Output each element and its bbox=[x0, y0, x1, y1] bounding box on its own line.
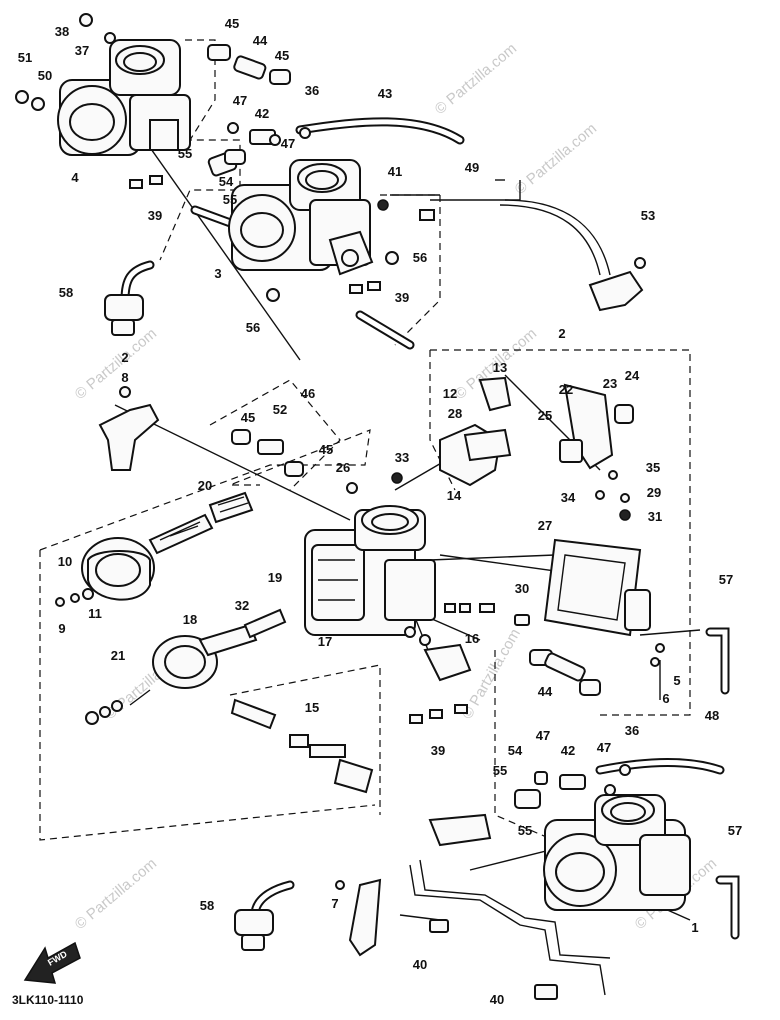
callout-20: 20 bbox=[198, 478, 212, 493]
small-fittings bbox=[15, 13, 665, 1000]
drawing-code: 3LK110-1110 bbox=[12, 993, 84, 1007]
callout-51: 51 bbox=[18, 50, 32, 65]
callout-47: 47 bbox=[233, 93, 247, 108]
callout-35: 35 bbox=[646, 460, 660, 475]
callout-16: 16 bbox=[465, 631, 479, 646]
callout-24: 24 bbox=[625, 368, 640, 383]
watermark-text: © Partzilla.com bbox=[72, 855, 160, 933]
callout-45: 45 bbox=[319, 442, 333, 457]
callout-40: 40 bbox=[413, 957, 427, 972]
callout-4: 4 bbox=[71, 170, 79, 185]
callout-42: 42 bbox=[255, 106, 269, 121]
callout-27: 27 bbox=[538, 518, 552, 533]
callout-29: 29 bbox=[647, 485, 661, 500]
callout-36: 36 bbox=[305, 83, 319, 98]
callout-34: 34 bbox=[561, 490, 576, 505]
callout-44: 44 bbox=[253, 33, 268, 48]
carburetor-1 bbox=[543, 794, 691, 911]
callout-56: 56 bbox=[246, 320, 260, 335]
breather-hoses bbox=[104, 260, 295, 951]
callout-55: 55 bbox=[223, 192, 237, 207]
callout-11: 11 bbox=[88, 606, 102, 621]
callout-8: 8 bbox=[121, 370, 128, 385]
callout-37: 37 bbox=[75, 43, 89, 58]
callout-52: 52 bbox=[273, 402, 287, 417]
callout-50: 50 bbox=[38, 68, 52, 83]
fwd-arrow: FWD bbox=[23, 941, 81, 984]
callout-9: 9 bbox=[58, 621, 65, 636]
callout-54: 54 bbox=[508, 743, 523, 758]
callout-32: 32 bbox=[235, 598, 249, 613]
callout-26: 26 bbox=[336, 460, 350, 475]
callout-6: 6 bbox=[662, 691, 669, 706]
callout-23: 23 bbox=[603, 376, 617, 391]
watermark-text: © Partzilla.com bbox=[432, 40, 520, 118]
callout-48: 48 bbox=[705, 708, 719, 723]
callout-47: 47 bbox=[281, 136, 295, 151]
callout-14: 14 bbox=[447, 488, 462, 503]
callout-22: 22 bbox=[559, 382, 573, 397]
callout-39: 39 bbox=[148, 208, 162, 223]
callout-13: 13 bbox=[493, 360, 507, 375]
callout-49: 49 bbox=[465, 160, 479, 175]
callout-28: 28 bbox=[448, 406, 462, 421]
diaphragm-assembly bbox=[81, 491, 287, 706]
callout-2: 2 bbox=[558, 326, 565, 341]
watermark-text: © Partzilla.com bbox=[512, 120, 600, 198]
callout-44: 44 bbox=[538, 684, 553, 699]
callout-3: 3 bbox=[214, 266, 221, 281]
callout-45: 45 bbox=[225, 16, 239, 31]
callout-53: 53 bbox=[641, 208, 655, 223]
callout-57: 57 bbox=[719, 572, 733, 587]
callout-45: 45 bbox=[275, 48, 289, 63]
callout-46: 46 bbox=[301, 386, 315, 401]
callout-40: 40 bbox=[490, 992, 504, 1007]
callout-7: 7 bbox=[331, 896, 338, 911]
carburetor-3 bbox=[228, 159, 374, 276]
callout-1: 1 bbox=[691, 920, 698, 935]
callout-17: 17 bbox=[318, 634, 332, 649]
callout-54: 54 bbox=[219, 174, 234, 189]
callout-12: 12 bbox=[443, 386, 457, 401]
brackets-and-links bbox=[98, 270, 644, 996]
callout-47: 47 bbox=[536, 728, 550, 743]
callout-39: 39 bbox=[431, 743, 445, 758]
carburetor-4 bbox=[57, 39, 191, 156]
callout-42: 42 bbox=[561, 743, 575, 758]
callout-15: 15 bbox=[305, 700, 319, 715]
callout-2: 2 bbox=[121, 350, 128, 365]
callout-58: 58 bbox=[200, 898, 214, 913]
callout-43: 43 bbox=[378, 86, 392, 101]
callout-38: 38 bbox=[55, 24, 69, 39]
callout-31: 31 bbox=[648, 509, 662, 524]
callout-56: 56 bbox=[413, 250, 427, 265]
callout-5: 5 bbox=[673, 673, 680, 688]
hoses bbox=[190, 117, 740, 940]
callout-58: 58 bbox=[59, 285, 73, 300]
callout-47: 47 bbox=[597, 740, 611, 755]
callout-25: 25 bbox=[538, 408, 552, 423]
callout-21: 21 bbox=[111, 648, 125, 663]
callout-10: 10 bbox=[58, 554, 72, 569]
callout-45: 45 bbox=[241, 410, 255, 425]
callout-41: 41 bbox=[388, 164, 402, 179]
callout-18: 18 bbox=[183, 612, 197, 627]
callout-33: 33 bbox=[395, 450, 409, 465]
callout-39: 39 bbox=[395, 290, 409, 305]
callout-36: 36 bbox=[625, 723, 639, 738]
callout-30: 30 bbox=[515, 581, 529, 596]
assembly-outlines bbox=[39, 39, 691, 861]
watermark-text: © Partzilla.com bbox=[72, 325, 160, 403]
callout-55: 55 bbox=[518, 823, 532, 838]
float-chamber bbox=[543, 538, 651, 637]
callout-19: 19 bbox=[268, 570, 282, 585]
carburetor-2-body bbox=[304, 505, 436, 636]
callout-55: 55 bbox=[493, 763, 507, 778]
callout-55: 55 bbox=[178, 146, 192, 161]
callout-57: 57 bbox=[728, 823, 742, 838]
